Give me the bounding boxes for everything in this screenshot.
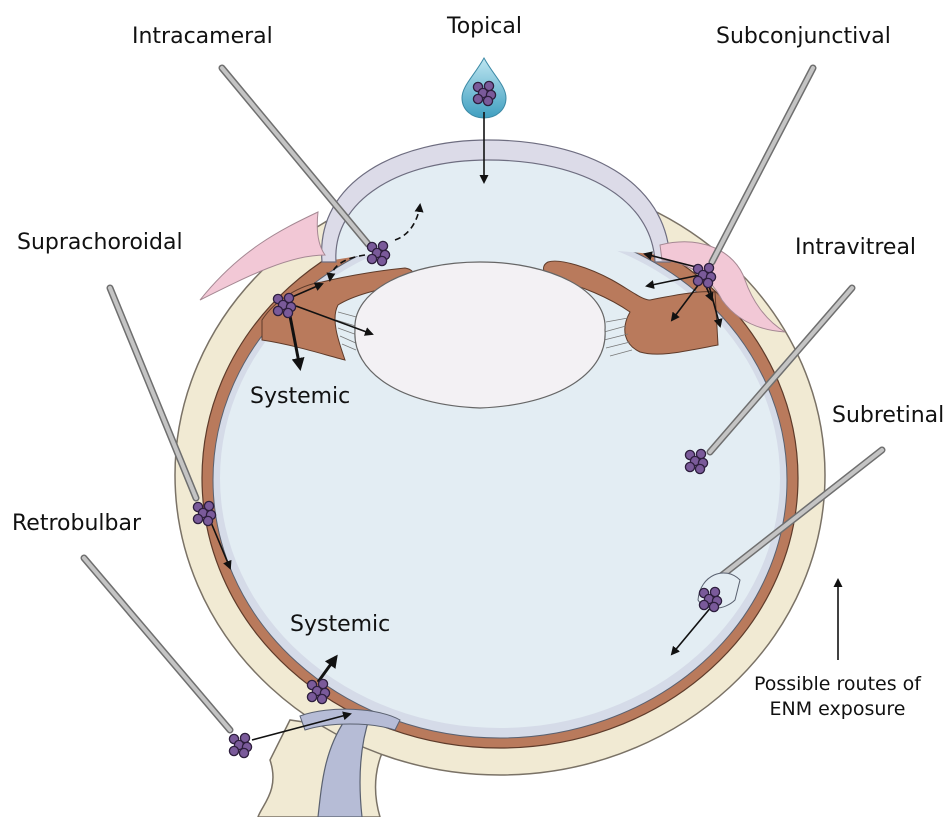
lens xyxy=(355,262,605,408)
nanoparticle xyxy=(367,254,376,263)
legend-note-line2: ENM exposure xyxy=(735,697,940,722)
nanoparticle xyxy=(317,694,326,703)
nanoparticle xyxy=(193,514,202,523)
label-subconjunctival: Subconjunctival xyxy=(716,26,891,48)
nanoparticle xyxy=(699,600,708,609)
label-systemic-lower: Systemic xyxy=(290,614,390,636)
nanoparticle xyxy=(685,462,694,471)
nanoparticle xyxy=(239,748,248,757)
nanoparticle xyxy=(377,256,386,265)
cluster-retrobulbar xyxy=(229,733,251,757)
nanoparticle xyxy=(273,306,282,315)
nanoparticle xyxy=(229,746,238,755)
label-retrobulbar: Retrobulbar xyxy=(12,513,141,535)
label-suprachoroidal: Suprachoroidal xyxy=(17,232,183,254)
label-systemic-upper: Systemic xyxy=(250,386,350,408)
label-topical: Topical xyxy=(447,16,522,38)
nanoparticle xyxy=(695,464,704,473)
nanoparticle xyxy=(483,96,492,105)
nanoparticle xyxy=(307,692,316,701)
legend-note-line1: Possible routes of xyxy=(735,672,940,697)
nanoparticle xyxy=(473,94,482,103)
nanoparticle xyxy=(203,516,212,525)
nanoparticle xyxy=(703,278,712,287)
label-intracameral: Intracameral xyxy=(132,26,273,48)
label-intravitreal: Intravitreal xyxy=(795,237,916,259)
legend-note: Possible routes of ENM exposure xyxy=(735,672,940,721)
nanoparticle xyxy=(283,308,292,317)
nanoparticle xyxy=(709,602,718,611)
label-subretinal: Subretinal xyxy=(832,405,944,427)
nanoparticle xyxy=(693,276,702,285)
